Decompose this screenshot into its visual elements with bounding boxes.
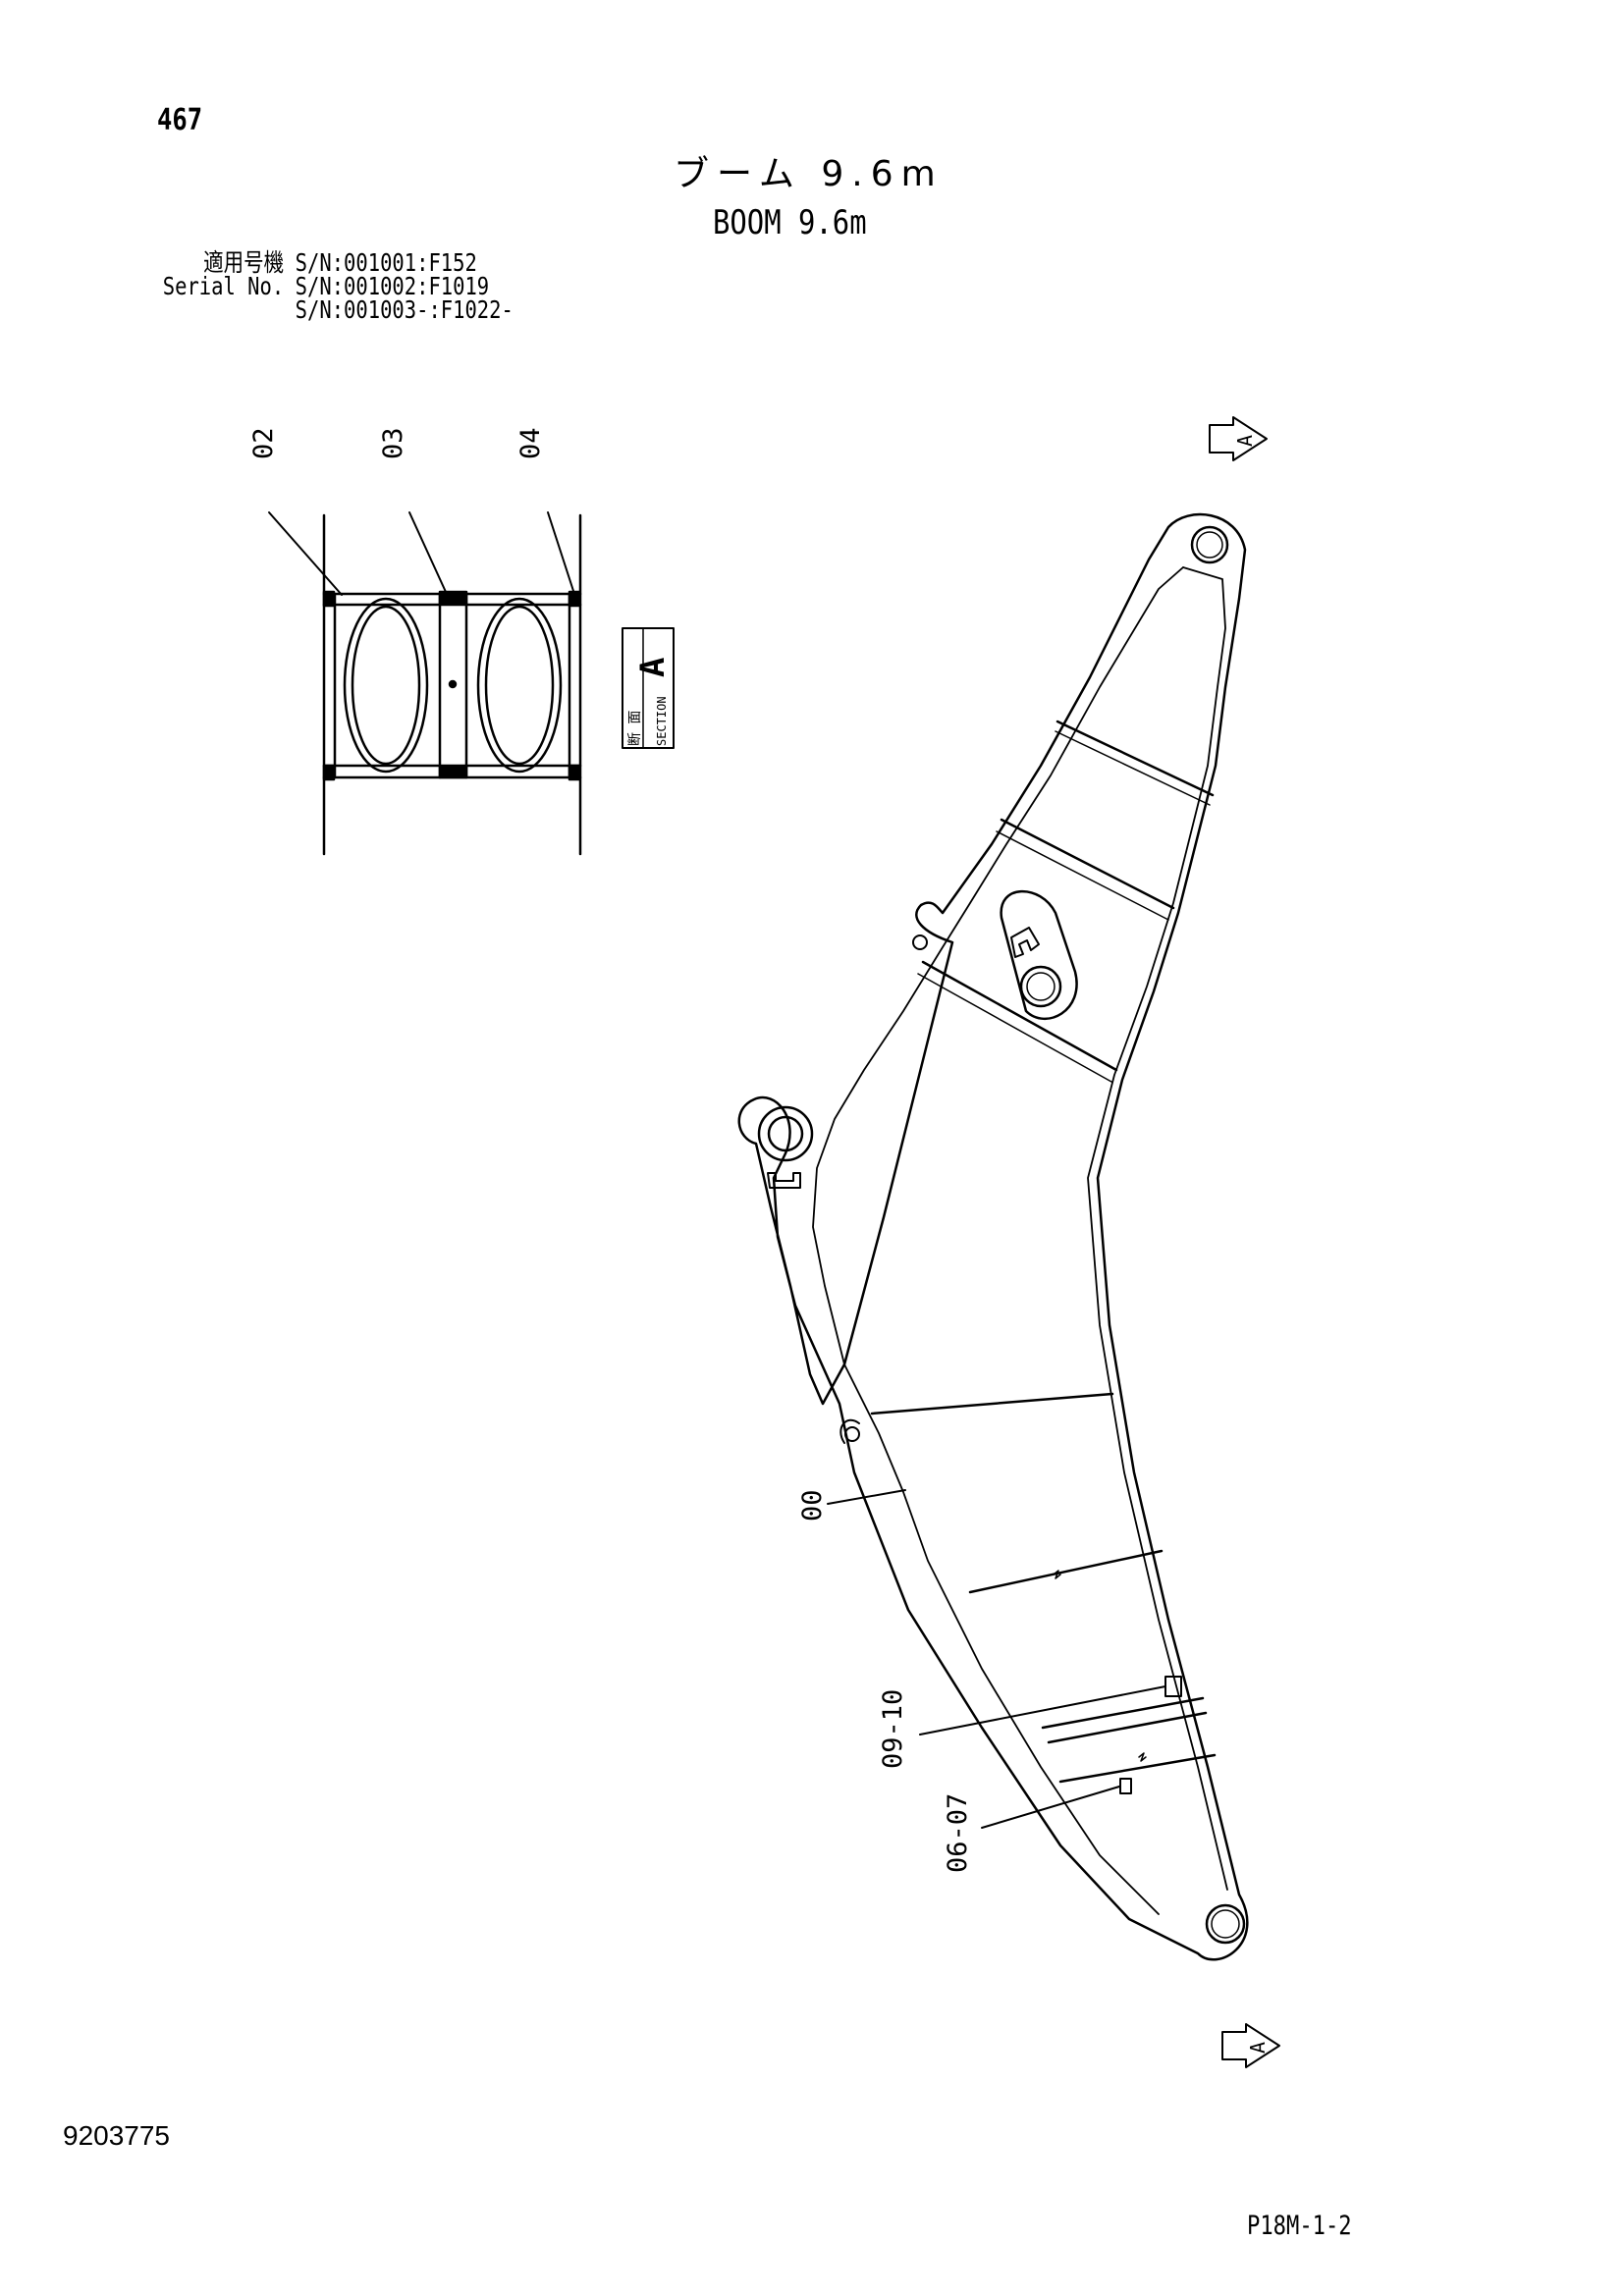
callout-09-10: 09-10 [878, 1689, 908, 1769]
boom-body [737, 512, 1249, 1961]
leader-06-07 [981, 1786, 1120, 1829]
leader-09-10 [919, 1685, 1166, 1735]
serial-line-1: S/N:001001:F152 [295, 248, 477, 277]
title-english: BOOM 9.6m [713, 203, 867, 242]
callout-02: 02 [248, 427, 279, 459]
view-arrow-bottom-label: A [1246, 2042, 1270, 2054]
serial-line-3: S/N:001003-:F1022- [295, 295, 514, 324]
section-label-english: SECTION [655, 696, 669, 746]
serial-label-japanese: 適用号機 [203, 248, 285, 277]
page-code: P18M-1-2 [1247, 2211, 1352, 2241]
callout-00: 00 [797, 1489, 828, 1522]
title-japanese: ブーム 9.6m [674, 154, 944, 194]
view-arrow-top: A [1209, 416, 1268, 461]
serial-line-2: S/N:001002:F1019 [295, 272, 490, 300]
view-arrow-bottom: A [1221, 2023, 1280, 2068]
cross-section-view [268, 511, 582, 856]
document-number: 9203775 [63, 2120, 171, 2151]
callout-06-07: 06-07 [943, 1793, 973, 1873]
section-letter: A [633, 658, 673, 677]
serial-number-block: 適用号機 S/N:001001:F152 Serial No. S/N:0010… [155, 248, 514, 324]
view-arrow-top-label: A [1233, 435, 1257, 447]
page-number: 467 [157, 103, 203, 137]
callout-03: 03 [378, 427, 408, 459]
section-label-japanese: 断 面 [627, 711, 643, 746]
section-label-box: A 断 面 SECTION [622, 627, 675, 749]
leader-00 [827, 1489, 906, 1505]
serial-label-english: Serial No. [162, 272, 285, 300]
callout-04: 04 [515, 427, 546, 459]
